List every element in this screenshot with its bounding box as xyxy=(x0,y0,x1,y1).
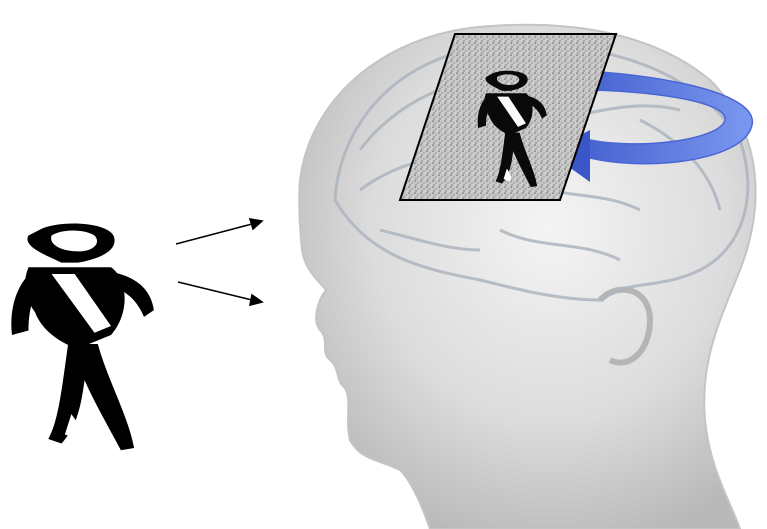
running-figure-icon xyxy=(11,223,154,450)
perception-arrows xyxy=(176,219,262,305)
